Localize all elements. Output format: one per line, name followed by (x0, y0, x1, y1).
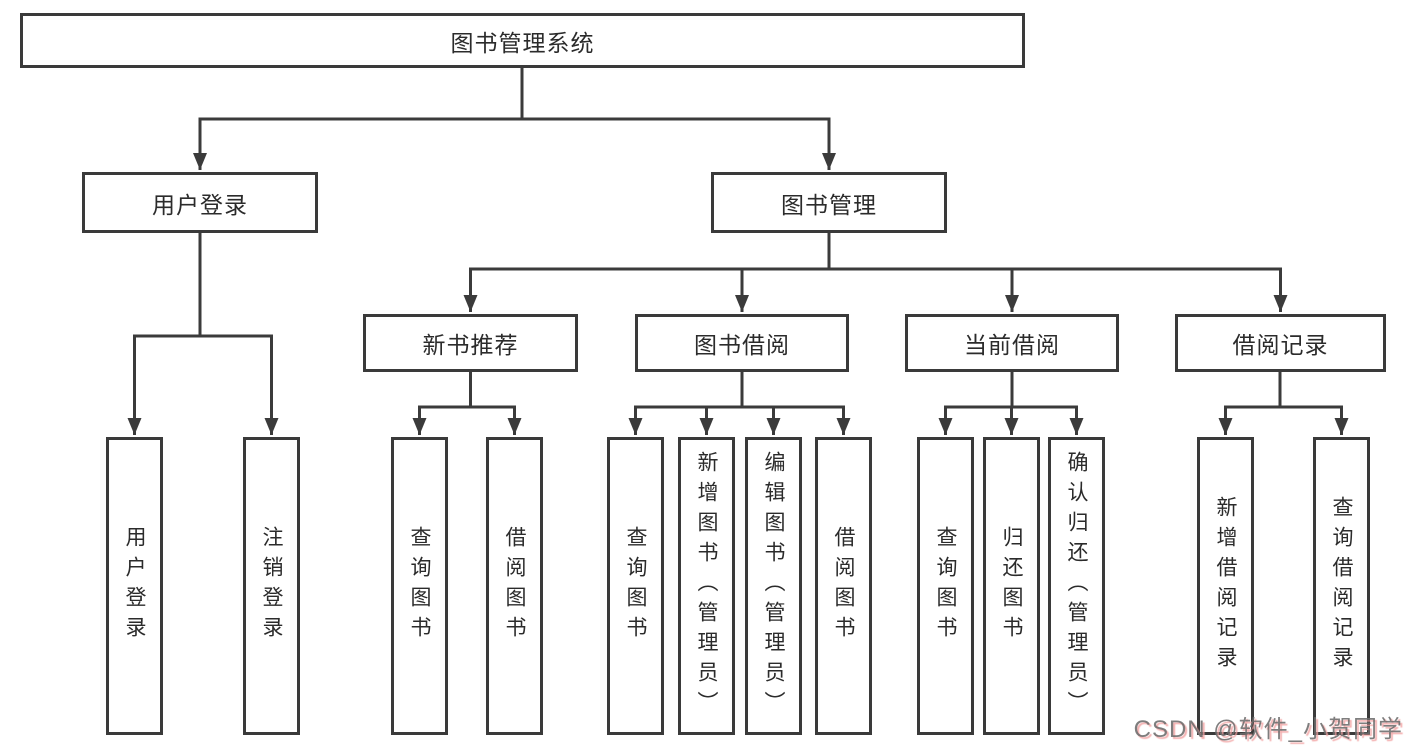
leaf-borrow-books-recommend: 借阅图书 (486, 437, 543, 735)
node-borrowing-records: 借阅记录 (1175, 314, 1386, 372)
node-current-borrowing: 当前借阅 (905, 314, 1119, 372)
node-book-borrowing: 图书借阅 (635, 314, 849, 372)
edge-userlogin-to-leaves (134, 233, 272, 338)
leaf-add-books-admin: 新增图书（管理员） (678, 437, 735, 735)
edge-root-to-level2 (200, 68, 829, 121)
node-library-management-system: 图书管理系统 (20, 13, 1025, 68)
node-book-management: 图书管理 (711, 172, 947, 233)
leaf-query-borrow-record: 查询借阅记录 (1313, 437, 1370, 735)
leaf-logout-login: 注销登录 (243, 437, 300, 735)
edge-bookmgmt-to-groups (470, 233, 1281, 271)
node-new-book-recommendation: 新书推荐 (363, 314, 578, 372)
leaf-user-login: 用户登录 (106, 437, 163, 735)
leaf-query-books-recommend: 查询图书 (391, 437, 448, 735)
leaf-confirm-return-admin: 确认归还（管理员） (1048, 437, 1105, 735)
leaf-add-borrow-record: 新增借阅记录 (1197, 437, 1254, 735)
leaf-edit-books-admin: 编辑图书（管理员） (745, 437, 802, 735)
leaf-return-books: 归还图书 (983, 437, 1040, 735)
leaf-query-books-borrowing: 查询图书 (607, 437, 664, 735)
node-user-login: 用户登录 (82, 172, 318, 233)
leaf-borrow-books-borrowing: 借阅图书 (815, 437, 872, 735)
leaf-query-books-current: 查询图书 (917, 437, 974, 735)
csdn-watermark: CSDN @软件_小贺同学 (1133, 716, 1403, 743)
